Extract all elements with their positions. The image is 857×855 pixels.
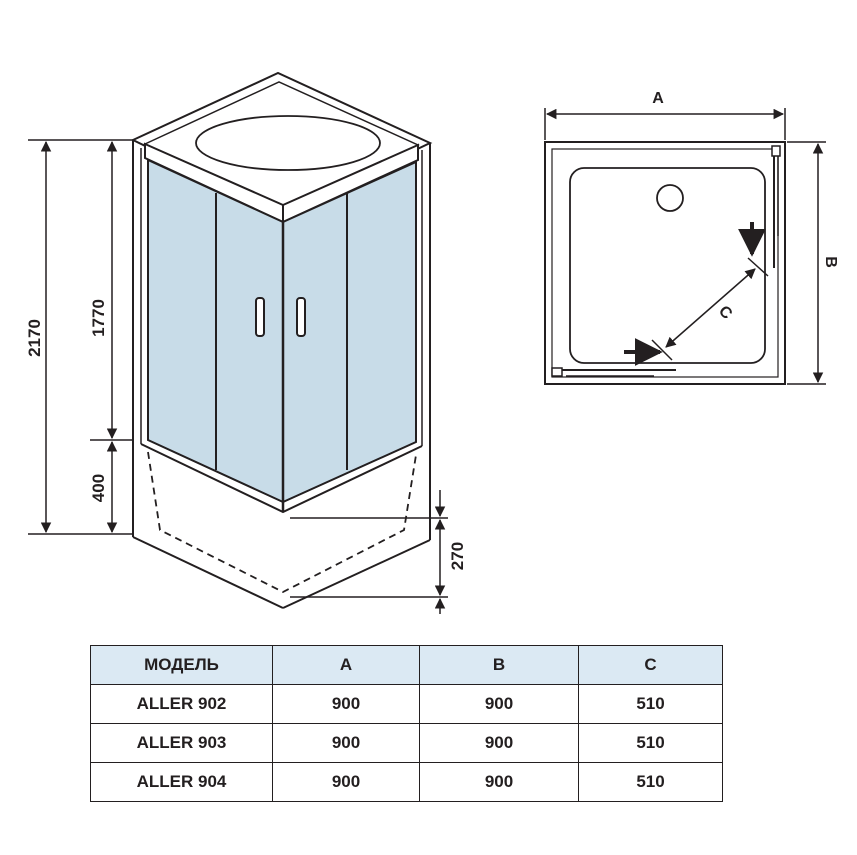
cell-model: ALLER 903 bbox=[90, 723, 273, 763]
cell-c: 510 bbox=[578, 723, 723, 763]
header-b: B bbox=[419, 645, 579, 685]
dim-total-height: 2170 bbox=[25, 319, 44, 357]
tray-depth-dimension bbox=[290, 490, 448, 614]
cell-model: ALLER 902 bbox=[90, 684, 273, 724]
right-handle bbox=[296, 297, 306, 337]
height-dimensions bbox=[28, 139, 133, 535]
cell-b: 900 bbox=[419, 762, 579, 802]
dim-cabin-height: 1770 bbox=[89, 299, 108, 337]
plan-label-c: C bbox=[715, 303, 736, 324]
model-spec-table: МОДЕЛЬ A B C ALLER 902 900 900 510 ALLER… bbox=[90, 645, 723, 802]
dim-tray-depth: 270 bbox=[448, 542, 467, 570]
header-a: A bbox=[272, 645, 420, 685]
plan-label-a: A bbox=[652, 90, 664, 107]
table-row: ALLER 904 900 900 510 bbox=[90, 762, 723, 802]
cell-c: 510 bbox=[578, 684, 723, 724]
table-header-row: МОДЕЛЬ A B C bbox=[90, 645, 723, 685]
cell-model: ALLER 904 bbox=[90, 762, 273, 802]
plan-view bbox=[544, 108, 826, 385]
dim-tray-height: 400 bbox=[89, 474, 108, 502]
ceiling-light bbox=[195, 115, 381, 171]
cell-a: 900 bbox=[272, 723, 420, 763]
table-row: ALLER 902 900 900 510 bbox=[90, 684, 723, 724]
cell-b: 900 bbox=[419, 723, 579, 763]
header-model: МОДЕЛЬ bbox=[90, 645, 273, 685]
drain-icon bbox=[656, 184, 684, 212]
tray-dashed-outline bbox=[147, 451, 417, 594]
glass-bottom-rim bbox=[140, 443, 423, 514]
header-c: C bbox=[578, 645, 723, 685]
cell-a: 900 bbox=[272, 684, 420, 724]
roof-rim-right bbox=[282, 143, 419, 224]
isometric-view bbox=[130, 71, 433, 609]
table-row: ALLER 903 900 900 510 bbox=[90, 723, 723, 763]
cell-a: 900 bbox=[272, 762, 420, 802]
plan-inner-basin bbox=[569, 167, 766, 364]
left-handle bbox=[255, 297, 265, 337]
cell-c: 510 bbox=[578, 762, 723, 802]
opening-diagonal bbox=[665, 268, 756, 348]
plan-outer-tray bbox=[544, 141, 786, 385]
plan-label-b: B bbox=[822, 256, 839, 268]
cell-b: 900 bbox=[419, 684, 579, 724]
